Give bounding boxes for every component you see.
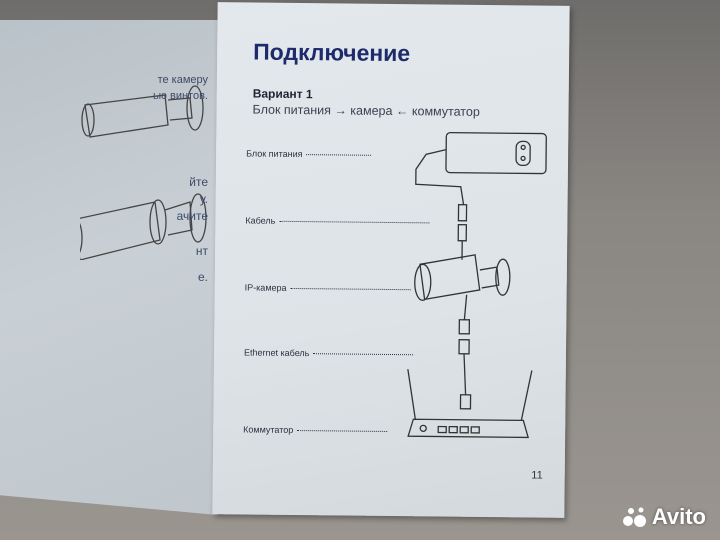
ethernet-plug-icon: [458, 319, 471, 335]
camera-mount-illustration: [80, 85, 207, 260]
label-text: Ethernet кабель: [243, 347, 310, 359]
page-title: Подключение: [253, 38, 411, 67]
leader-line: [290, 288, 411, 291]
connection-flow: Блок питания → камера ← коммутатор: [252, 102, 480, 119]
label-text: IP-камера: [244, 282, 287, 293]
label-text: Коммутатор: [243, 424, 294, 435]
left-text: йте: [189, 175, 208, 189]
avito-watermark: Avito: [622, 504, 706, 530]
ip-camera-icon: [419, 254, 481, 301]
left-text: те камеру: [157, 74, 208, 86]
power-adapter-icon: [445, 131, 547, 175]
label-switch: Коммутатор: [243, 424, 388, 437]
left-page: те камеру ью винтов. йте у. ачите нт е.: [0, 20, 222, 515]
label-power-supply: Блок питания: [246, 148, 372, 160]
label-text: Кабель: [245, 215, 276, 226]
left-text: ью винтов.: [152, 90, 208, 102]
label-text: Блок питания: [246, 148, 303, 160]
avito-logo-icon: [622, 507, 646, 527]
variant-heading: Вариант 1: [252, 86, 313, 102]
switch-router-icon: [407, 418, 530, 439]
cable-plug-icon: [457, 204, 468, 222]
left-text: нт: [195, 244, 208, 258]
watermark-text: Avito: [651, 504, 706, 529]
leader-line: [306, 154, 372, 156]
leader-line: [297, 430, 388, 433]
left-text: е.: [197, 270, 208, 284]
right-page: Подключение Вариант 1 Блок питания → кам…: [212, 2, 570, 518]
label-cable: Кабель: [245, 215, 430, 228]
leader-line: [313, 353, 414, 356]
left-text: ачите: [176, 209, 208, 223]
left-text: у.: [199, 192, 208, 206]
connection-diagram: [407, 131, 547, 439]
page-number: 11: [531, 469, 543, 482]
label-ethernet-cable: Ethernet кабель: [243, 347, 414, 360]
label-ip-camera: IP-камера: [245, 282, 411, 295]
